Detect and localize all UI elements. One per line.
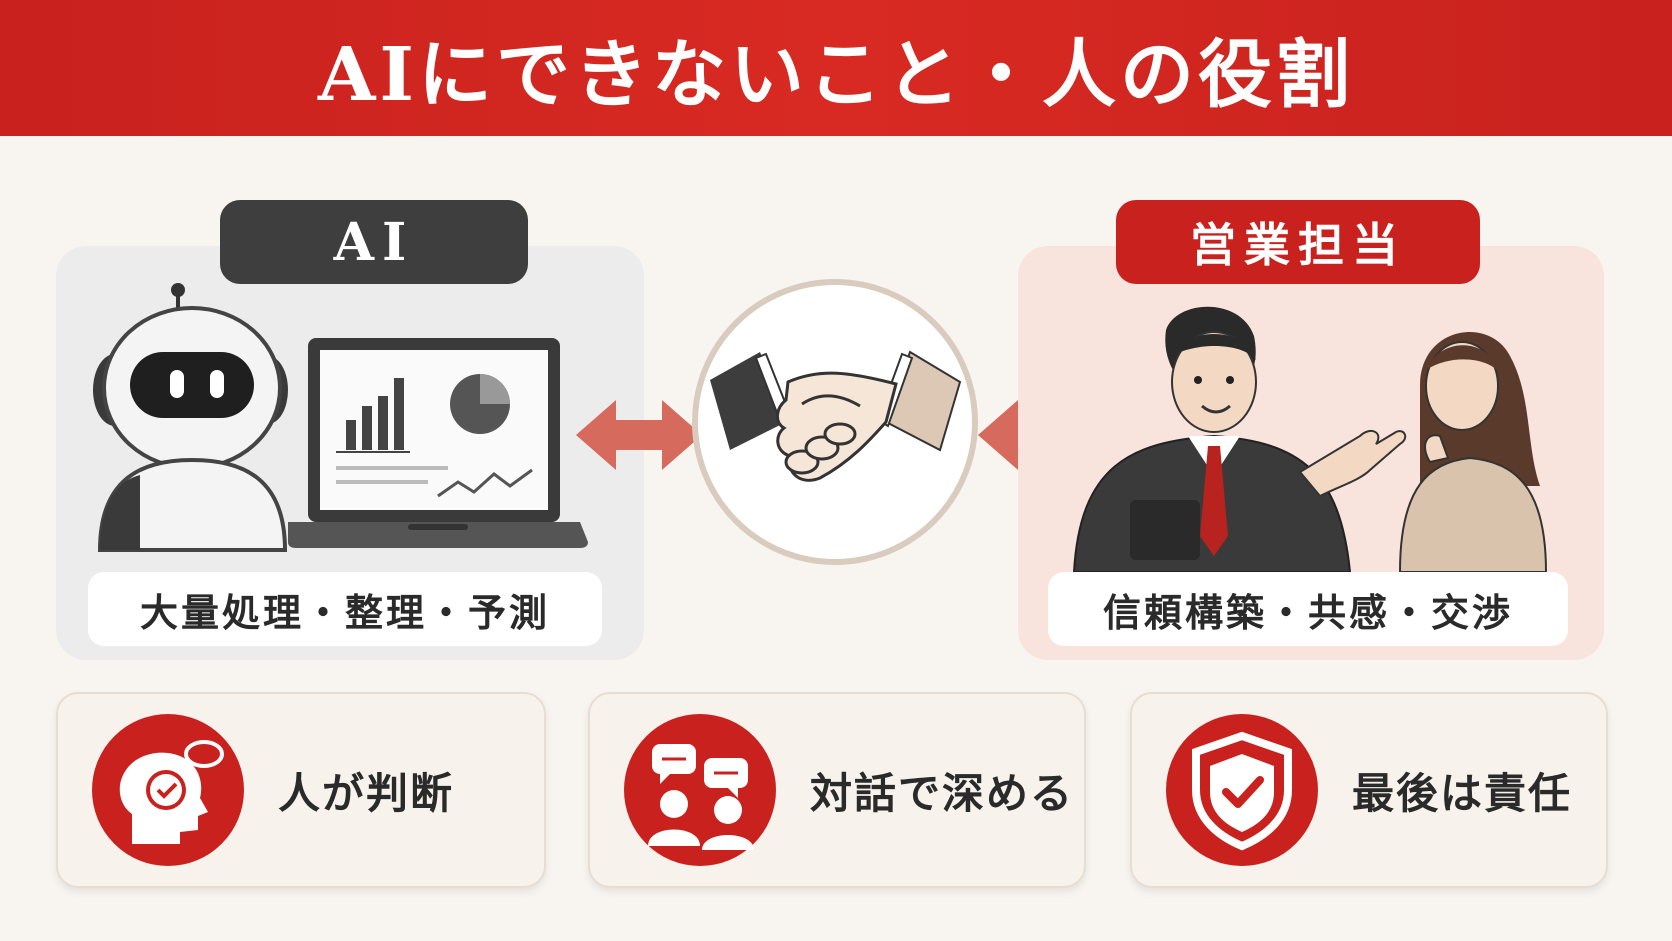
card-label: 人が判断	[278, 768, 455, 818]
card-label: 対話で深める	[810, 768, 1075, 818]
ai-caption: 大量処理・整理・予測	[88, 572, 602, 646]
ai-tag: AI	[220, 200, 528, 284]
sales-caption: 信頼構築・共感・交渉	[1048, 572, 1568, 646]
card-dialogue: 対話で深める	[588, 692, 1086, 888]
laptop-chart-icon	[288, 338, 588, 548]
card-icon-circle	[92, 714, 244, 866]
head-check-icon	[119, 740, 224, 844]
card-icon-circle	[1166, 714, 1318, 866]
card-responsibility: 最後は責任	[1130, 692, 1608, 888]
card-label: 最後は責任	[1352, 768, 1573, 818]
card-human-judgment: 人が判断	[56, 692, 546, 888]
robot-icon	[93, 283, 288, 552]
dialogue-people-icon	[648, 744, 754, 850]
title-banner: AIにできないこと・人の役割	[0, 0, 1672, 136]
card-icon-circle	[624, 714, 776, 866]
salesperson-customer-illustration	[1072, 306, 1548, 572]
sales-tag: 営業担当	[1116, 200, 1480, 284]
double-arrow-left-icon	[576, 400, 702, 470]
handshake-icon	[692, 279, 978, 565]
shield-check-icon	[1192, 731, 1292, 851]
page-title: AIにできないこと・人の役割	[317, 31, 1355, 118]
